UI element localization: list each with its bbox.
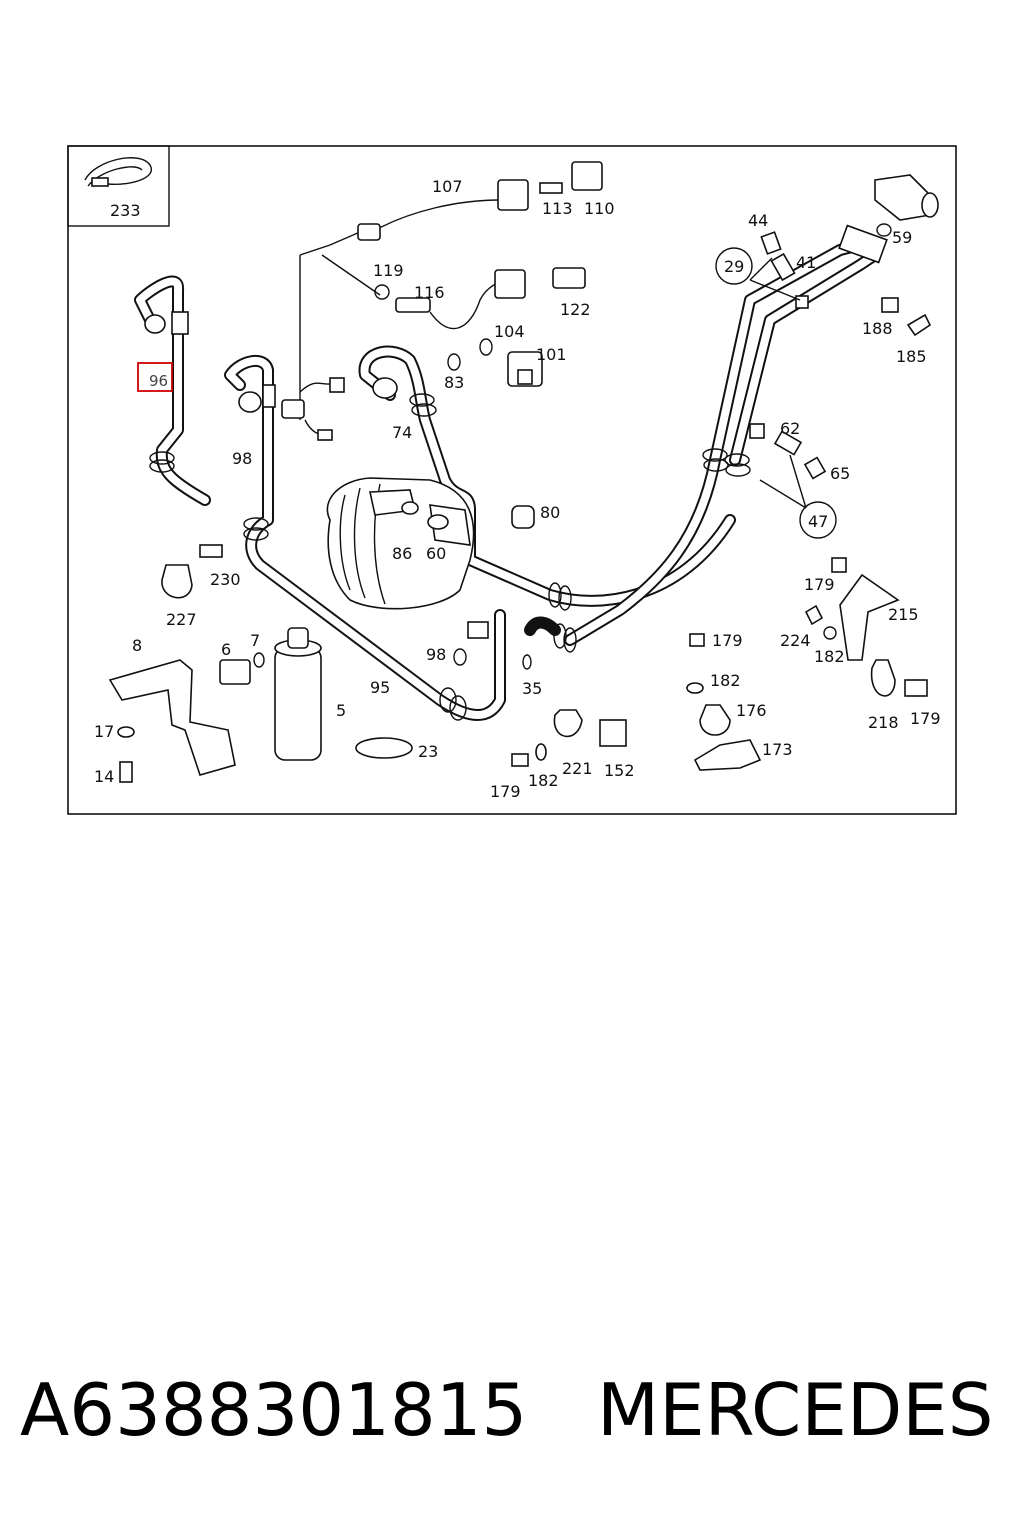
callout-215: 215 bbox=[888, 605, 919, 624]
drier-5 bbox=[219, 627, 413, 761]
callout-5: 5 bbox=[336, 701, 346, 720]
brand-name: MERCEDES bbox=[597, 1368, 994, 1452]
callout-23: 23 bbox=[418, 742, 438, 761]
callout-41: 41 bbox=[796, 253, 816, 272]
callout-179-c: 179 bbox=[490, 782, 521, 801]
callout-59: 59 bbox=[892, 228, 912, 247]
callout-233: 233 bbox=[110, 201, 141, 220]
callout-110: 110 bbox=[584, 199, 615, 218]
callout-circle-47 bbox=[799, 501, 837, 539]
callout-98-a: 98 bbox=[232, 449, 252, 468]
callout-179-b: 179 bbox=[910, 709, 941, 728]
callout-98-b: 98 bbox=[426, 645, 446, 664]
hose-96 bbox=[134, 275, 211, 506]
callout-29: 29 bbox=[724, 257, 744, 276]
inset-box bbox=[67, 145, 170, 227]
callout-74: 74 bbox=[392, 423, 412, 442]
callout-7: 7 bbox=[250, 631, 260, 650]
diagram-frame bbox=[67, 145, 957, 815]
callout-101: 101 bbox=[536, 345, 567, 364]
part-number: A6388301815 bbox=[20, 1368, 528, 1452]
callout-circle-29 bbox=[715, 247, 753, 285]
callout-17: 17 bbox=[94, 722, 114, 741]
callout-35: 35 bbox=[522, 679, 542, 698]
compressor bbox=[326, 477, 475, 610]
highlight-96-box bbox=[137, 362, 173, 392]
callout-122: 122 bbox=[560, 300, 591, 319]
callout-119: 119 bbox=[373, 261, 404, 280]
callout-62: 62 bbox=[780, 419, 800, 438]
callout-86: 86 bbox=[392, 544, 412, 563]
callout-47: 47 bbox=[808, 512, 828, 531]
hose-95 bbox=[224, 355, 506, 721]
callout-224: 224 bbox=[780, 631, 811, 650]
callout-218: 218 bbox=[868, 713, 899, 732]
callout-60: 60 bbox=[426, 544, 446, 563]
callout-65: 65 bbox=[830, 464, 850, 483]
callout-14: 14 bbox=[94, 767, 114, 786]
callout-179-d: 179 bbox=[712, 631, 743, 650]
callout-8: 8 bbox=[132, 636, 142, 655]
switch-cable bbox=[281, 161, 603, 441]
callout-227: 227 bbox=[166, 610, 197, 629]
callout-188: 188 bbox=[862, 319, 893, 338]
callout-104: 104 bbox=[494, 322, 525, 341]
callout-96: 96 bbox=[149, 372, 168, 390]
callout-95: 95 bbox=[370, 678, 390, 697]
callout-221: 221 bbox=[562, 759, 593, 778]
callout-179-a: 179 bbox=[804, 575, 835, 594]
callout-152: 152 bbox=[604, 761, 635, 780]
callout-116: 116 bbox=[414, 283, 445, 302]
caption: A6388301815 MERCEDES bbox=[0, 1368, 1024, 1478]
switch-116 bbox=[374, 267, 586, 330]
callout-182-a: 182 bbox=[814, 647, 845, 666]
callout-83: 83 bbox=[444, 373, 464, 392]
valve-59 bbox=[874, 174, 939, 337]
callout-182-c: 182 bbox=[710, 671, 741, 690]
callout-185: 185 bbox=[896, 347, 927, 366]
callout-182-b: 182 bbox=[528, 771, 559, 790]
callout-230: 230 bbox=[210, 570, 241, 589]
callout-44: 44 bbox=[748, 211, 768, 230]
callout-80: 80 bbox=[540, 503, 560, 522]
parts-diagram: 233 107 113 110 44 29 41 59 119 116 122 … bbox=[67, 145, 957, 815]
callout-176: 176 bbox=[736, 701, 767, 720]
callout-173: 173 bbox=[762, 740, 793, 759]
hose-29 bbox=[524, 224, 888, 653]
clamps bbox=[161, 544, 928, 771]
cable-tie-icon bbox=[84, 157, 153, 187]
bracket-8 bbox=[108, 659, 236, 783]
callout-113: 113 bbox=[542, 199, 573, 218]
switch-101 bbox=[479, 338, 543, 387]
callout-6: 6 bbox=[221, 640, 231, 659]
callout-107: 107 bbox=[432, 177, 463, 196]
fittings bbox=[511, 231, 827, 529]
